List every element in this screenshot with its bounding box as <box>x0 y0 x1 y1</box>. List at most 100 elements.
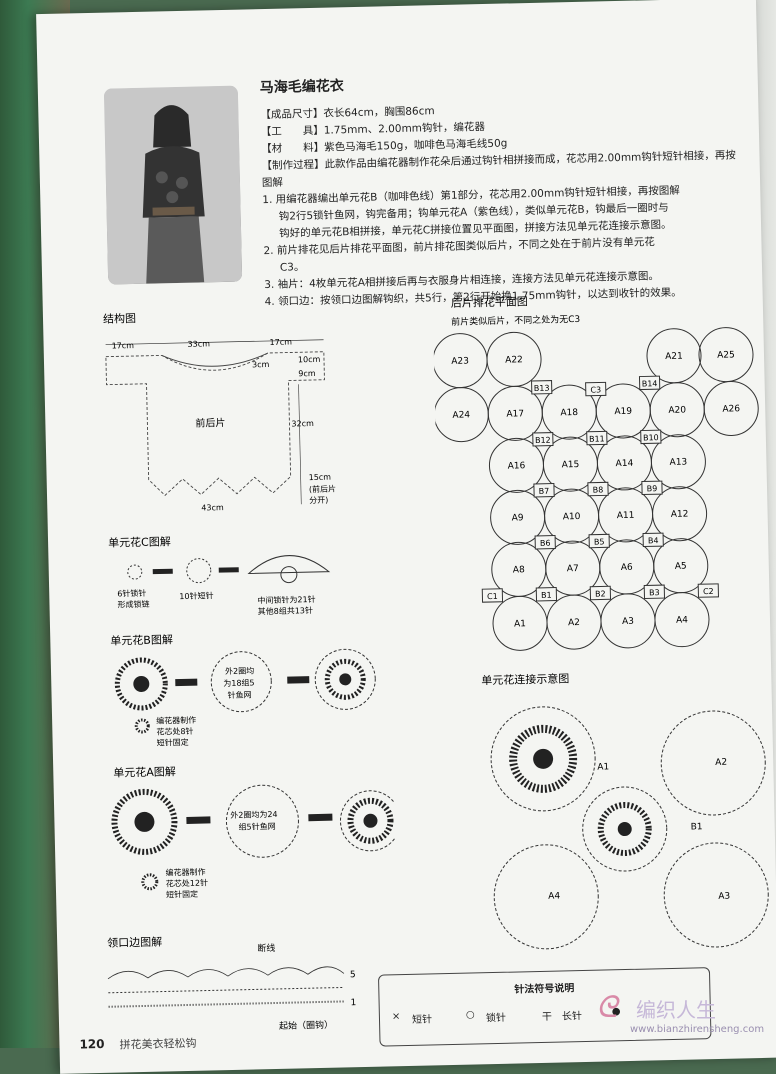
layout-joint-c3 <box>585 381 607 397</box>
dim-neck: 3cm <box>252 360 270 369</box>
dim-top-right: 17cm <box>269 337 292 347</box>
layout-joint-label-b8: B8 <box>593 485 604 494</box>
flower-c-step3a: 中间锁针为21针 <box>257 594 315 605</box>
layout-joint-label-b2: B2 <box>595 589 606 598</box>
flower-c-label: 单元花C图解 <box>108 534 171 549</box>
legend-s1: 短针 <box>411 1014 433 1026</box>
layout-joint-label-c3: C3 <box>590 385 601 394</box>
layout-joint-label-c1: C1 <box>487 592 498 601</box>
flower-a-mid1: 外2圈均为24 <box>230 809 277 820</box>
layout-flower-a4 <box>654 592 710 648</box>
layout-label-a18: A18 <box>560 408 578 418</box>
layout-joint-c2 <box>697 583 719 598</box>
layout-label: 后片排花平面图 <box>451 294 528 310</box>
dim-d1: 10cm <box>298 355 321 365</box>
info-block: 【成品尺寸】衣长64cm，胸围86cm 【工 具】1.75mm、2.00mm钩针… <box>260 96 745 311</box>
watermark-logo-icon: ᘓ <box>596 990 618 1025</box>
flower-b-mid3: 针鱼网 <box>227 689 251 700</box>
flower-b-mid2: 为18组5 <box>223 677 255 688</box>
layout-joint-label-b11: B11 <box>589 434 605 443</box>
collar-cut: 断线 <box>257 942 275 954</box>
dim-d4: 15cm <box>309 473 332 483</box>
structure-diagram: 结构图 17cm 33cm 17cm 3cm 10cm 9cm 32cm 15c… <box>103 311 336 513</box>
layout-note: 前片类似后片，不同之处为无C3 <box>451 313 580 328</box>
layout-joint-c1 <box>481 588 504 603</box>
dim-d2: 9cm <box>298 369 316 378</box>
layout-label-a24: A24 <box>452 410 470 420</box>
layout-label-a22: A22 <box>505 355 523 365</box>
flower-b-note1: 编花器制作 <box>156 715 196 726</box>
collar-row1: 1 <box>351 998 357 1008</box>
layout-joint-label-b6: B6 <box>540 539 551 548</box>
connect-a3: A3 <box>718 892 730 902</box>
page-number: 120 <box>79 1036 105 1052</box>
layout-joint-label-c2: C2 <box>703 587 714 596</box>
connect-a1: A1 <box>597 762 609 772</box>
collar-row5: 5 <box>350 970 356 980</box>
layout-label-a20: A20 <box>668 406 686 416</box>
flower-b-mid1: 外2圈均 <box>225 665 254 676</box>
layout-label-a14: A14 <box>616 459 634 469</box>
layout-label-a19: A19 <box>614 407 632 417</box>
layout-joint-label-b3: B3 <box>649 588 660 597</box>
collar-label: 领口边图解 <box>107 935 162 950</box>
connect-b1: B1 <box>691 822 703 832</box>
layout-joint-b1 <box>535 587 558 602</box>
layout-joint-b4 <box>642 532 664 548</box>
layout-label-a9: A9 <box>512 513 524 523</box>
layout-joint-b10 <box>640 429 662 445</box>
legend-sym3: 干 <box>541 1011 553 1023</box>
layout-flower-a26 <box>703 380 759 436</box>
page-title: 马海毛编花衣 <box>259 78 344 97</box>
layout-joint-b7 <box>533 483 555 498</box>
flower-a-note3: 短针固定 <box>166 889 198 900</box>
layout-label-a8: A8 <box>513 565 525 575</box>
connect-a4: A4 <box>548 892 560 902</box>
layout-label-a6: A6 <box>621 563 633 573</box>
layout-label-a13: A13 <box>670 458 688 468</box>
connection-diagram: 单元花连接示意图 A1 A2 B1 A3 A4 <box>481 671 769 950</box>
model-figure <box>103 85 243 285</box>
connect-a2: A2 <box>715 758 727 768</box>
layout-joint-label-b1: B1 <box>541 591 552 600</box>
body-label: 前后片 <box>195 416 225 430</box>
flower-a-mid2: 组5针鱼网 <box>238 821 275 832</box>
layout-joint-label-b7: B7 <box>539 487 550 496</box>
layout-label-a7: A7 <box>567 564 579 574</box>
dim-top-left: 17cm <box>112 341 135 351</box>
layout-joint-label-b9: B9 <box>647 484 658 493</box>
layout-flower-a12 <box>652 486 708 542</box>
flower-c-step1b: 形成锁链 <box>117 599 149 610</box>
flower-c-diagram: 单元花C图解 6针锁针 形成锁链 10针短针 中间锁针为21针 其他8组共13针 <box>108 534 331 616</box>
watermark: ᘓ 编织人生 www.bianzhirensheng.com <box>596 990 766 1042</box>
layout-label-a11: A11 <box>617 511 635 521</box>
layout-label-a16: A16 <box>508 461 526 471</box>
layout-label-a23: A23 <box>451 356 469 366</box>
flower-b-note3: 短针固定 <box>157 737 189 748</box>
layout-joint-b5 <box>588 533 610 549</box>
layout-label-a21: A21 <box>665 352 683 362</box>
layout-label-a15: A15 <box>562 460 580 470</box>
layout-joint-b9 <box>641 480 663 496</box>
connect-label: 单元花连接示意图 <box>481 671 569 687</box>
layout-joint-label-b13: B13 <box>534 384 550 393</box>
flower-c-step1a: 6针锁针 <box>117 588 146 599</box>
layout-label-a12: A12 <box>671 509 689 519</box>
dim-d3: 32cm <box>291 419 314 429</box>
structure-label: 结构图 <box>103 311 136 326</box>
layout-label-a3: A3 <box>622 617 634 627</box>
layout-label-a25: A25 <box>717 350 735 360</box>
collar-diagram: 领口边图解 断线 5 1 起始（圈钩） <box>107 935 357 1032</box>
layout-joint-b2 <box>589 585 612 601</box>
layout-label-a17: A17 <box>506 409 524 419</box>
legend-s3: 长针 <box>561 1011 583 1023</box>
layout-label-a4: A4 <box>676 616 688 626</box>
layout-joint-b14 <box>638 375 661 391</box>
legend-sym2: ○ <box>465 1009 475 1021</box>
dim-top-mid: 33cm <box>188 339 211 349</box>
model-photo <box>103 85 243 285</box>
layout-joint-label-b4: B4 <box>648 536 659 545</box>
flower-c-step3b: 其他8组共13针 <box>258 605 313 616</box>
layout-joint-label-b10: B10 <box>643 433 659 442</box>
